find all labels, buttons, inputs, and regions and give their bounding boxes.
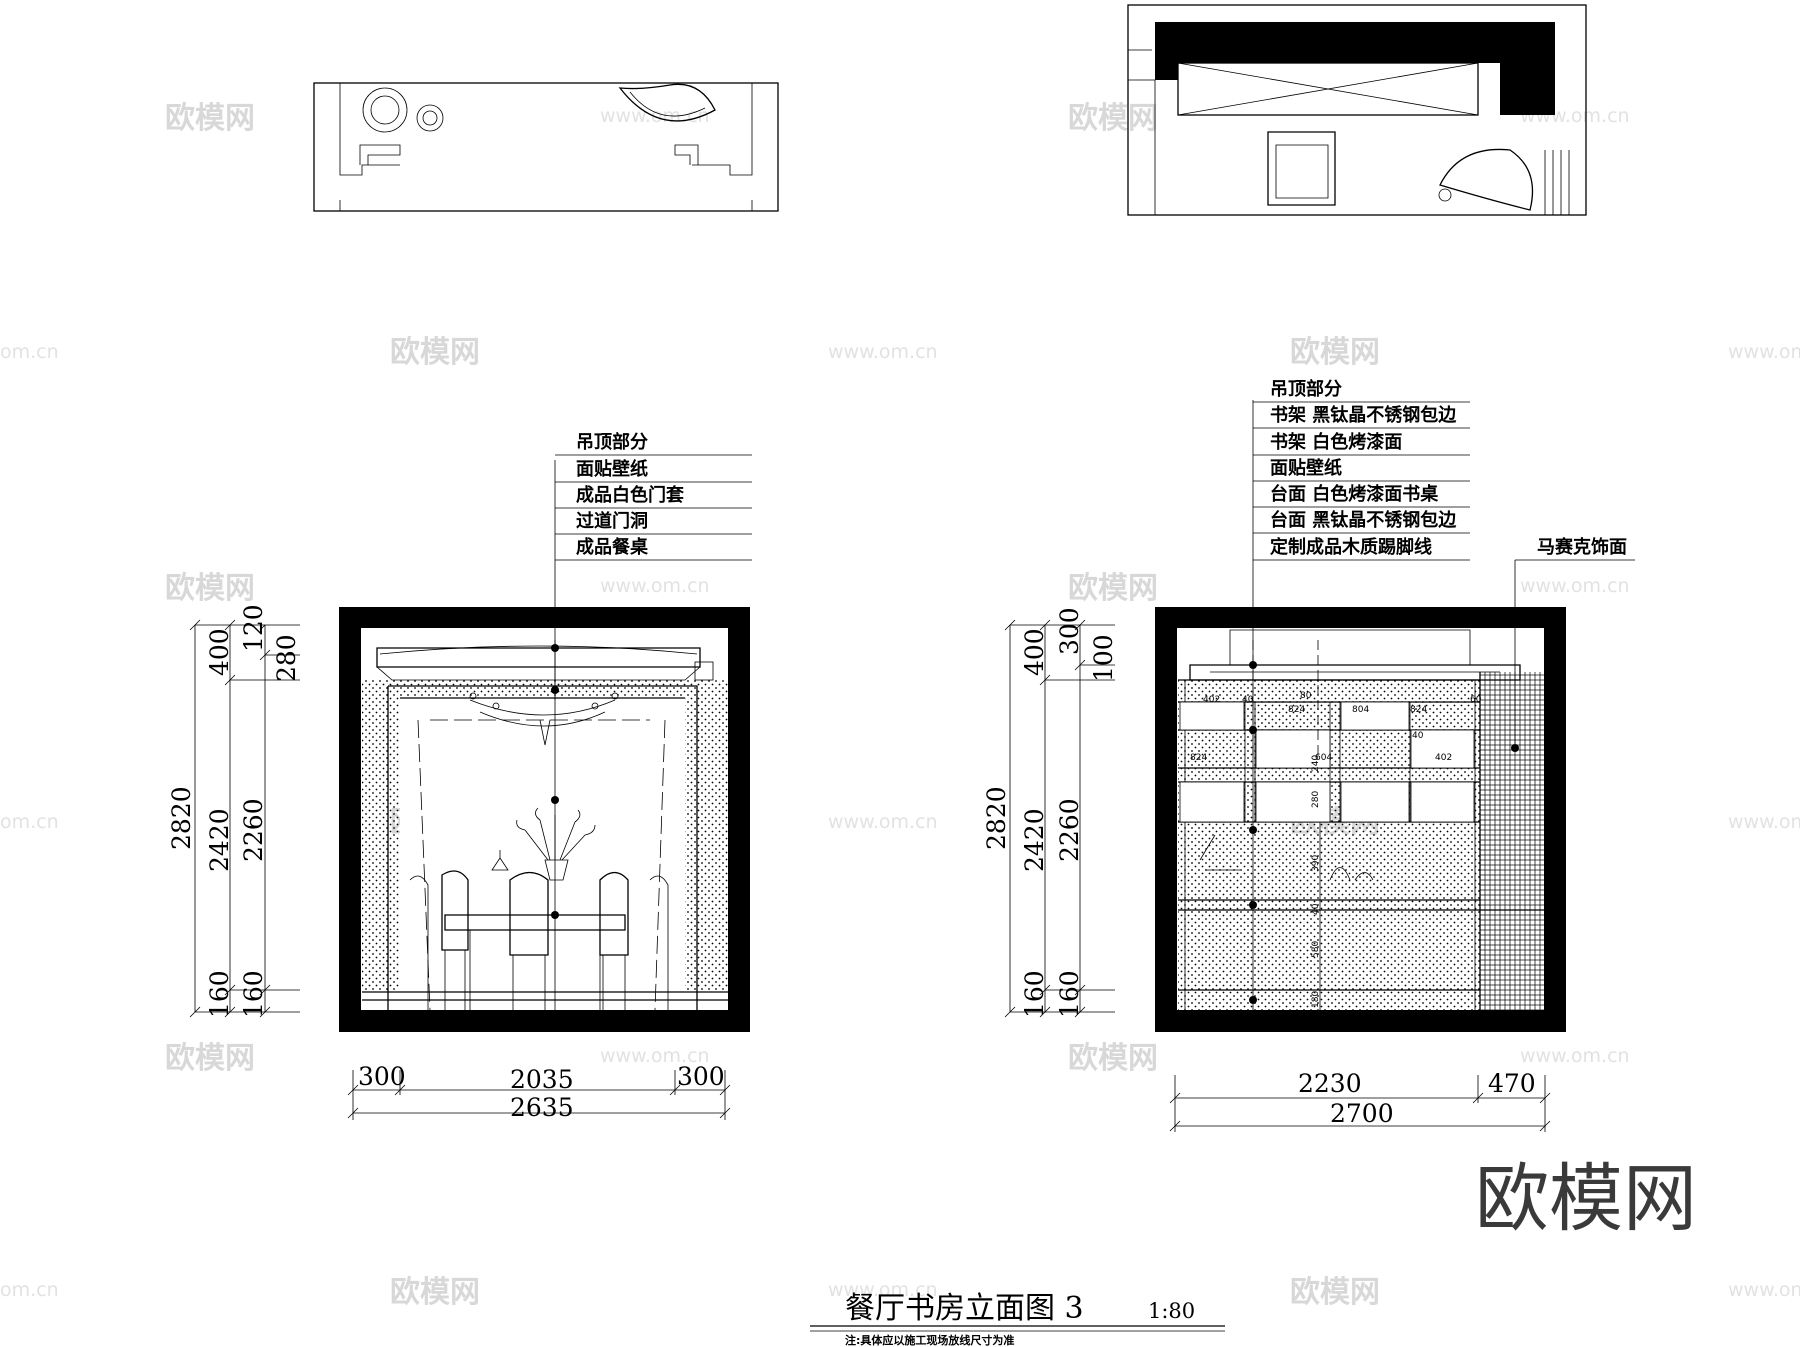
watermark-url: www.om.cn — [600, 575, 710, 597]
dim-left-300-a: 300 — [358, 1062, 406, 1091]
dim-right-300: 300 — [1055, 607, 1084, 655]
plan-view-left — [313, 82, 779, 212]
left-horizontal-dimensions: 300 2035 300 2635 — [347, 1062, 731, 1122]
dim-left-280: 280 — [272, 634, 301, 682]
watermark-url: www.om.cn — [1520, 1045, 1630, 1067]
dim-left-160-b: 160 — [205, 970, 234, 1018]
dim-right-2260: 2260 — [1055, 798, 1084, 862]
dim-right-2420: 2420 — [1020, 808, 1049, 872]
dining-set-icon — [409, 850, 669, 1010]
watermark-url: www.om.cn — [828, 811, 938, 833]
label-bookshelf-edge: 书架 黑钛晶不锈钢包边 — [1270, 404, 1457, 426]
small-dim: 402 — [1203, 695, 1220, 705]
label-ceiling: 吊顶部分 — [1270, 378, 1342, 400]
title-block: 餐厅书房立面图 3 1:80 注:具体应以施工现场放线尺寸为准 — [810, 1291, 1225, 1347]
right-small-dims: 402 40 60 824 804 80 824 824 40 604 402 … — [1190, 691, 1482, 1008]
watermark-text: 欧模网 — [1068, 101, 1158, 136]
label-skirting: 定制成品木质踢脚线 — [1270, 536, 1432, 558]
watermark-url: www.om.cn — [1520, 575, 1630, 597]
dim-right-2230: 2230 — [1298, 1069, 1362, 1098]
right-horizontal-dimensions: 2230 470 2700 — [1169, 1069, 1551, 1132]
left-vertical-dimensions: 2820 400 2420 120 280 2260 160 160 — [167, 604, 301, 1018]
dim-right-160-a: 160 — [1055, 970, 1084, 1018]
label-wallpaper: 面贴壁纸 — [1270, 457, 1342, 479]
dim-left-2420: 2420 — [205, 808, 234, 872]
dim-left-2635: 2635 — [510, 1093, 574, 1122]
dim-right-470: 470 — [1488, 1069, 1536, 1098]
small-dim: 40 — [1242, 695, 1254, 705]
small-dim: 40 — [1412, 731, 1424, 741]
watermark-url: om.cn — [0, 341, 59, 363]
watermark-text: 欧模网 — [1068, 571, 1158, 606]
label-desk-top: 台面 白色烤漆面书桌 — [1270, 483, 1439, 505]
right-labels: 吊顶部分 书架 黑钛晶不锈钢包边 书架 白色烤漆面 面贴壁纸 台面 白色烤漆面书… — [1270, 378, 1627, 558]
watermark-text: 欧模网 — [1068, 1041, 1158, 1076]
small-dim: 80 — [1300, 691, 1312, 701]
watermark-text: 欧模网 — [390, 335, 480, 370]
right-vertical-dimensions: 2820 400 2420 300 100 2260 160 160 — [982, 607, 1118, 1018]
watermark-url: om.cn — [0, 811, 59, 833]
watermark-url: www.om.cn — [1728, 341, 1800, 363]
small-dim: 824 — [1410, 705, 1427, 715]
drawing-note: 注:具体应以施工现场放线尺寸为准 — [845, 1333, 1014, 1347]
drawing-scale: 1:80 — [1148, 1299, 1195, 1323]
watermark-url: www.om.cn — [1728, 1279, 1800, 1301]
watermark-url: om.cn — [0, 1279, 59, 1301]
small-dim: 824 — [1288, 705, 1305, 715]
small-dim: 804 — [1352, 705, 1369, 715]
dim-left-120: 120 — [239, 604, 268, 652]
small-dim: 824 — [1190, 753, 1207, 763]
dim-right-100: 100 — [1089, 634, 1118, 682]
small-dim: 60 — [1470, 695, 1482, 705]
dim-left-300-b: 300 — [677, 1062, 725, 1091]
drawing-title: 餐厅书房立面图 3 — [845, 1291, 1084, 1326]
watermark-url: www.om.cn — [828, 341, 938, 363]
small-dim: 40 — [1311, 903, 1321, 915]
left-labels: 吊顶部分 面贴壁纸 成品白色门套 过道门洞 成品餐桌 — [576, 431, 684, 558]
small-dim: 580 — [1311, 941, 1321, 958]
label-ceiling: 吊顶部分 — [576, 431, 648, 453]
label-wallpaper: 面贴壁纸 — [576, 458, 648, 480]
watermark-text: 欧模网 — [1290, 335, 1380, 370]
watermark-text: 欧模网 — [1290, 1275, 1380, 1310]
dim-left-160-a: 160 — [239, 970, 268, 1018]
dim-right-2700: 2700 — [1330, 1099, 1394, 1128]
small-dim: 390 — [1311, 855, 1321, 872]
watermark-text: 欧模网 — [165, 101, 255, 136]
dim-right-400: 400 — [1020, 628, 1049, 676]
dim-left-400: 400 — [205, 628, 234, 676]
dim-left-2820: 2820 — [167, 786, 196, 850]
dim-left-2260: 2260 — [239, 798, 268, 862]
watermark-url: www.om.cn — [1728, 811, 1800, 833]
plan-view-right — [1127, 4, 1587, 216]
watermark-text: 欧模网 — [165, 571, 255, 606]
label-door-frame: 成品白色门套 — [576, 484, 684, 506]
dim-right-160-b: 160 — [1020, 970, 1049, 1018]
brand-logo: 欧模网 — [1475, 1156, 1697, 1242]
small-dim: 280 — [1311, 791, 1321, 808]
watermark-text: 欧模网 — [165, 1041, 255, 1076]
left-elevation — [339, 454, 752, 1032]
small-dim: 402 — [1435, 753, 1452, 763]
watermark-url: www.om.cn — [828, 1279, 938, 1301]
label-dining-table: 成品餐桌 — [576, 536, 649, 558]
small-dim: 604 — [1315, 753, 1332, 763]
dim-left-2035: 2035 — [510, 1065, 574, 1094]
small-dim: 240 — [1311, 755, 1321, 772]
label-doorway: 过道门洞 — [576, 510, 648, 532]
watermark-url: www.om.cn — [600, 1045, 710, 1067]
small-dim: 180 — [1311, 991, 1321, 1008]
label-bookshelf-face: 书架 白色烤漆面 — [1270, 431, 1402, 453]
label-desk-edge: 台面 黑钛晶不锈钢包边 — [1270, 509, 1457, 531]
label-mosaic: 马赛克饰面 — [1537, 536, 1627, 558]
dim-right-2820: 2820 — [982, 786, 1011, 850]
right-elevation — [1155, 400, 1635, 1032]
watermark-text: 欧模网 — [390, 1275, 480, 1310]
